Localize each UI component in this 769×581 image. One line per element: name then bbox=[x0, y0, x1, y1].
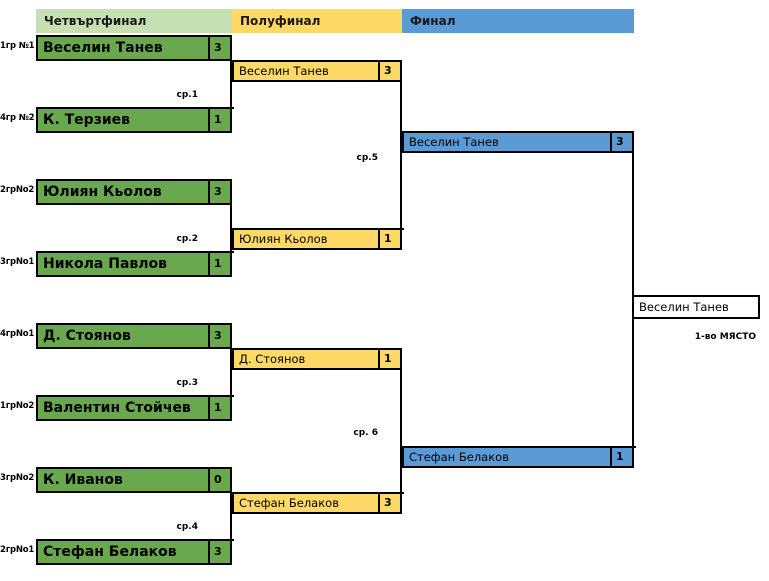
connector-final-stub bbox=[632, 446, 636, 448]
player-score: 3 bbox=[208, 325, 230, 347]
player-score: 1 bbox=[378, 350, 400, 368]
connector-qf3-stub bbox=[230, 395, 234, 397]
connector-qf2-stub bbox=[230, 251, 234, 253]
connector-sf1-stub bbox=[400, 228, 404, 230]
semifinal-slot-1[interactable]: Веселин Танев 3 bbox=[232, 60, 402, 82]
player-name: Д. Стоянов bbox=[239, 352, 306, 366]
final-slot-1[interactable]: Веселин Танев 3 bbox=[402, 131, 634, 153]
connector-sf2-stub bbox=[400, 492, 404, 494]
seed-label-6: 1грNo2 bbox=[0, 401, 35, 411]
player-name: Веселин Танев bbox=[239, 64, 329, 78]
seed-label-5: 4грNo1 bbox=[0, 329, 35, 339]
seed-label-7: 3грNo2 bbox=[0, 473, 35, 483]
semifinal-slot-4[interactable]: Стефан Белаков 3 bbox=[232, 492, 402, 514]
round-header-semifinal: Полуфинал bbox=[232, 9, 402, 33]
player-name: Юлиян Кьолов bbox=[239, 232, 328, 246]
connector-sf1 bbox=[400, 81, 402, 249]
seed-label-2: 4гр №2 bbox=[0, 113, 35, 123]
semifinal-slot-2[interactable]: Юлиян Кьолов 1 bbox=[232, 228, 402, 250]
player-score: 1 bbox=[610, 448, 632, 466]
player-score: 3 bbox=[208, 541, 230, 563]
quarterfinal-slot-7[interactable]: К. Иванов 0 bbox=[36, 467, 232, 493]
player-score: 0 bbox=[208, 469, 230, 491]
player-score: 3 bbox=[208, 181, 230, 203]
player-score: 1 bbox=[208, 253, 230, 275]
quarterfinal-slot-1[interactable]: Веселин Танев 3 bbox=[36, 35, 232, 61]
player-name: Стефан Белаков bbox=[43, 544, 177, 560]
player-name: Стефан Белаков bbox=[409, 450, 509, 464]
match-tag-5: ср.5 bbox=[356, 153, 378, 163]
match-tag-3: ср.3 bbox=[176, 378, 198, 388]
player-name: Стефан Белаков bbox=[239, 496, 339, 510]
quarterfinal-slot-5[interactable]: Д. Стоянов 3 bbox=[36, 323, 232, 349]
connector-qf3 bbox=[230, 349, 232, 397]
player-name: Никола Павлов bbox=[43, 256, 167, 272]
player-score: 3 bbox=[378, 62, 400, 80]
match-tag-2: ср.2 bbox=[176, 234, 198, 244]
player-score: 3 bbox=[208, 37, 230, 59]
match-tag-6: ср. 6 bbox=[353, 428, 378, 438]
seed-label-3: 2грNo2 bbox=[0, 185, 35, 195]
connector-qf1-stub bbox=[230, 107, 234, 109]
champion-place-label: 1-во МЯСТО bbox=[694, 332, 756, 342]
round-header-quarterfinal: Четвъртфинал bbox=[36, 9, 232, 33]
connector-sf2 bbox=[400, 369, 402, 513]
semifinal-slot-3[interactable]: Д. Стоянов 1 bbox=[232, 348, 402, 370]
final-slot-2[interactable]: Стефан Белаков 1 bbox=[402, 446, 634, 468]
quarterfinal-slot-3[interactable]: Юлиян Кьолов 3 bbox=[36, 179, 232, 205]
quarterfinal-slot-4[interactable]: Никола Павлов 1 bbox=[36, 251, 232, 277]
player-score: 3 bbox=[378, 494, 400, 512]
seed-label-4: 3грNo1 bbox=[0, 257, 35, 267]
connector-qf2 bbox=[230, 205, 232, 253]
player-score: 1 bbox=[378, 230, 400, 248]
connector-qf4 bbox=[230, 493, 232, 541]
connector-qf4-stub bbox=[230, 539, 234, 541]
quarterfinal-slot-2[interactable]: К. Терзиев 1 bbox=[36, 107, 232, 133]
champion-box[interactable]: Веселин Танев bbox=[632, 295, 760, 319]
player-name: Д. Стоянов bbox=[43, 328, 131, 344]
player-name: Веселин Танев bbox=[409, 135, 499, 149]
quarterfinal-slot-6[interactable]: Валентин Стойчев 1 bbox=[36, 395, 232, 421]
player-name: Веселин Танев bbox=[43, 40, 163, 56]
connector-qf1 bbox=[230, 61, 232, 109]
round-header-final: Финал bbox=[402, 9, 634, 33]
player-name: Юлиян Кьолов bbox=[43, 184, 162, 200]
seed-label-8: 2грNo1 bbox=[0, 545, 35, 555]
quarterfinal-slot-8[interactable]: Стефан Белаков 3 bbox=[36, 539, 232, 565]
match-tag-1: ср.1 bbox=[176, 90, 198, 100]
player-name: Валентин Стойчев bbox=[43, 400, 191, 416]
player-score: 1 bbox=[208, 109, 230, 131]
player-score: 3 bbox=[610, 133, 632, 151]
player-name: К. Иванов bbox=[43, 472, 123, 488]
match-tag-4: ср.4 bbox=[176, 522, 198, 532]
seed-label-1: 1гр №1 bbox=[0, 41, 35, 51]
player-score: 1 bbox=[208, 397, 230, 419]
player-name: К. Терзиев bbox=[43, 112, 131, 128]
